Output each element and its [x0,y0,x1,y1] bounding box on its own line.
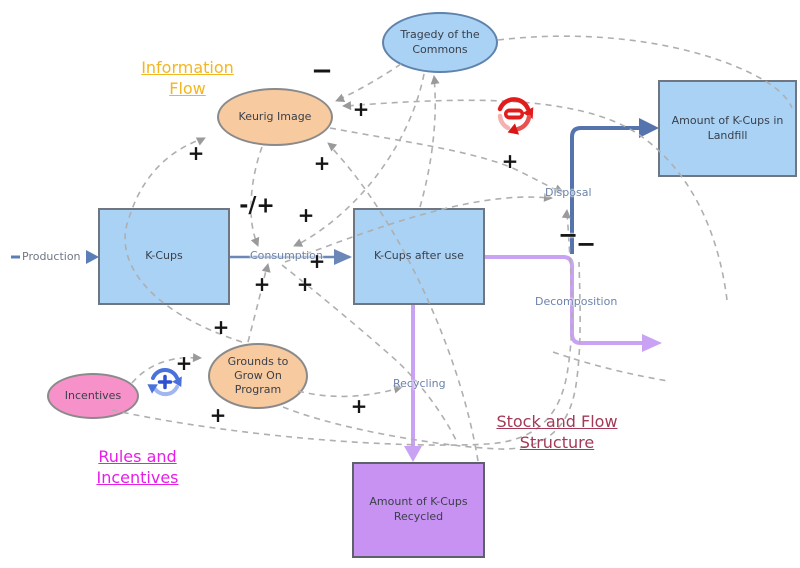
polarity-sign: + [297,203,315,227]
stock-kcups-label: K-Cups [145,249,183,263]
polarity-sign: + [313,151,331,175]
polarity-sign: + [352,97,370,121]
polarity-sign: + [209,403,227,427]
section-label-information-flow: Information Flow [141,58,234,98]
polarity-sign: + [253,272,271,296]
polarity-sign: + [212,315,230,339]
stock-kcups-after-use[interactable]: K-Cups after use [353,208,485,305]
polarity-sign: + [175,351,193,375]
variable-tragedy-label: Tragedy of the Commons [400,28,480,56]
section-label-stock-and-flow-structure: Stock and Flow Structure [496,412,618,452]
polarity-sign: + [501,149,519,173]
flow-label-disposal: Disposal [545,186,592,199]
stock-landfill[interactable]: Amount of K-Cups in Landfill [658,80,797,177]
stock-landfill-label: Amount of K-Cups in Landfill [671,113,784,142]
variable-incentives-label: Incentives [64,388,122,402]
variable-grounds-to-grow-on[interactable]: Grounds to Grow On Program [208,343,308,409]
variable-incentives[interactable]: Incentives [47,373,139,419]
flow-label-recycling: Recycling [393,377,446,390]
flow-label-production: Production [22,250,81,263]
polarity-sign: + [187,141,205,165]
stock-recycled[interactable]: Amount of K-Cups Recycled [352,462,485,558]
stock-recycled-label: Amount of K-Cups Recycled [369,495,468,523]
stock-kcups-after-use-label: K-Cups after use [374,249,464,263]
section-label-rules-and-incentives: Rules and Incentives [96,447,179,487]
variable-tragedy-of-the-commons[interactable]: Tragedy of the Commons [382,12,498,73]
polarity-sign: + [296,272,314,296]
variable-keurig-label: Keurig Image [238,109,312,123]
polarity-sign: − [575,230,597,258]
stock-kcups[interactable]: K-Cups [98,208,230,305]
flow-label-decomposition: Decomposition [535,295,618,308]
polarity-sign: + [308,249,326,273]
variable-grounds-label: Grounds to Grow On Program [227,354,289,397]
production-flow-arrow[interactable] [11,250,99,264]
polarity-sign: − [311,56,333,86]
polarity-sign: -/+ [239,193,275,219]
polarity-sign: + [350,394,368,418]
